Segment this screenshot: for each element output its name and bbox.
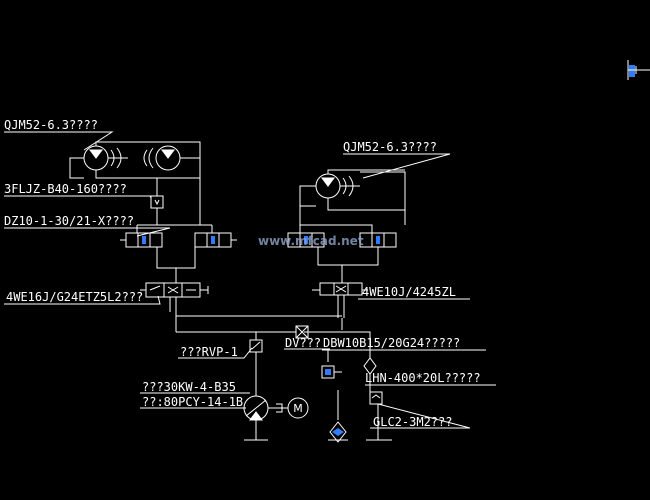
valve-dbw: [321, 349, 342, 379]
label-valve-3fljz: 3FLJZ-B40-160????: [4, 182, 127, 196]
label-valve-4we16j: 4WE16J/G24ETZ5L2???: [6, 290, 144, 304]
watermark: www.mfcad.net: [258, 234, 364, 248]
corner-symbol: [627, 60, 650, 80]
valve-3fljz: [150, 178, 164, 225]
label-motor-left: QJM52-6.3????: [4, 118, 98, 132]
label-filter-glc: GLC2-3M2???: [373, 415, 453, 429]
label-valve-4we10j: 4WE10J/4245ZL: [362, 285, 456, 299]
label-motor-30kw: ???30KW-4-B35: [142, 380, 236, 394]
valves-right: [287, 206, 406, 283]
label-valve-rvp: ???RVP-1: [180, 345, 238, 359]
label-tank-lhn: LHN-400*20L?????: [365, 371, 481, 385]
valve-4we10j: [312, 282, 368, 318]
label-valve-dz10: DZ10-1-30/21-X????: [4, 214, 135, 228]
motor-symbol-text: M: [293, 402, 303, 415]
right-motor: [299, 169, 406, 211]
left-motor-pair: [69, 141, 201, 179]
valve-rvp: [249, 339, 263, 353]
valves-dz10-left: [120, 178, 237, 283]
tank-lhn: [363, 345, 377, 392]
return-filter: [328, 390, 348, 443]
leader-lines: [4, 131, 496, 429]
main-lines: [175, 312, 371, 396]
label-valve-dv: DV???: [285, 336, 322, 350]
label-pump-80pcy: ??:80PCY-14-1B: [142, 395, 244, 409]
label-motor-right: QJM52-6.3????: [343, 140, 437, 154]
filter-glc: [366, 391, 392, 441]
valve-4we16j: [140, 282, 209, 332]
label-valve-dbw: DBW10B15/20G24?????: [323, 336, 461, 350]
